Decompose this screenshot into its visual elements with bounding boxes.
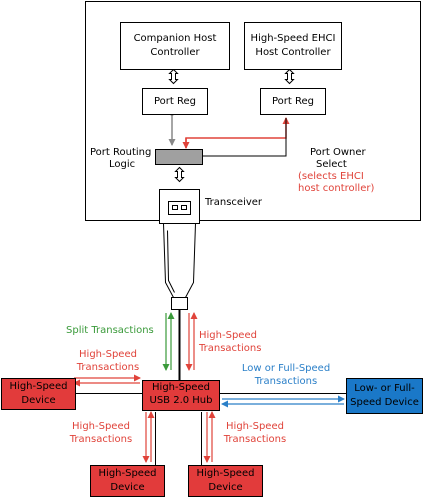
hs-left-line2: Transactions <box>76 362 140 373</box>
owner-select-line <box>203 118 287 157</box>
owner-select-line2: Select <box>316 159 347 170</box>
controller-portreg-arrow-left <box>168 68 179 85</box>
ehci-host-controller <box>244 22 342 70</box>
lowfull-line1: Low or Full-Speed <box>241 363 331 374</box>
controller-portreg-arrow-right <box>284 68 295 85</box>
port-reg-ehci <box>260 88 326 115</box>
routing-label-line2: Logic <box>109 159 136 170</box>
bottom-left-line2: Device <box>110 482 145 493</box>
hub-line1: High-Speed <box>152 382 210 393</box>
lowfull-line2: Transactions <box>254 376 318 387</box>
ehci-line1: High-Speed EHCI <box>250 33 336 44</box>
lowfull-device-line2: Speed Device <box>350 397 419 408</box>
hs-bl-line2: Transactions <box>69 434 133 445</box>
port-reg-ehci-label: Port Reg <box>271 96 314 107</box>
bottom-right-line2: Device <box>208 482 243 493</box>
ehci-line2: Host Controller <box>255 47 331 58</box>
hub-box <box>142 380 220 411</box>
left-device-line1: High-Speed <box>9 381 68 392</box>
left-device-line2: Device <box>21 395 56 406</box>
companion-host-controller <box>120 22 230 70</box>
left-device-box <box>1 378 76 410</box>
transceiver-label: Transceiver <box>205 197 263 208</box>
hub-line2: USB 2.0 Hub <box>149 395 213 406</box>
routing-transceiver-arrow <box>174 166 185 183</box>
owner-select-red-path <box>185 117 290 148</box>
lowfull-device-box <box>346 378 423 414</box>
routing-label-line1: Port Routing <box>90 147 152 158</box>
bottom-right-device-box <box>188 465 263 497</box>
hs-bl-line1: High-Speed <box>72 421 130 432</box>
hs-left-line1: High-Speed <box>79 349 137 360</box>
companion-line2: Controller <box>150 47 200 58</box>
owner-note-line1: (selects EHCI <box>298 171 364 182</box>
usb-plug <box>159 189 200 310</box>
owner-select-line1: Port Owner <box>310 147 366 158</box>
bottom-left-device-box <box>90 465 165 497</box>
owner-note-line2: host controller) <box>298 183 375 194</box>
hs-br-line1: High-Speed <box>226 421 284 432</box>
hs-br-line2: Transactions <box>223 434 287 445</box>
port-reg-companion <box>142 88 208 115</box>
split-transactions-label: Split Transactions <box>66 325 154 336</box>
bottom-right-line1: High-Speed <box>196 468 255 479</box>
companion-line1: Companion Host <box>133 33 217 44</box>
hs-up-line1: High-Speed <box>199 330 257 341</box>
port-reg-companion-label: Port Reg <box>153 96 196 107</box>
hs-up-line2: Transactions <box>199 343 262 354</box>
lowfull-device-line1: Low- or Full- <box>354 383 415 394</box>
port-routing-block <box>155 149 203 165</box>
bottom-left-line1: High-Speed <box>98 468 157 479</box>
host-system-frame <box>85 1 421 221</box>
